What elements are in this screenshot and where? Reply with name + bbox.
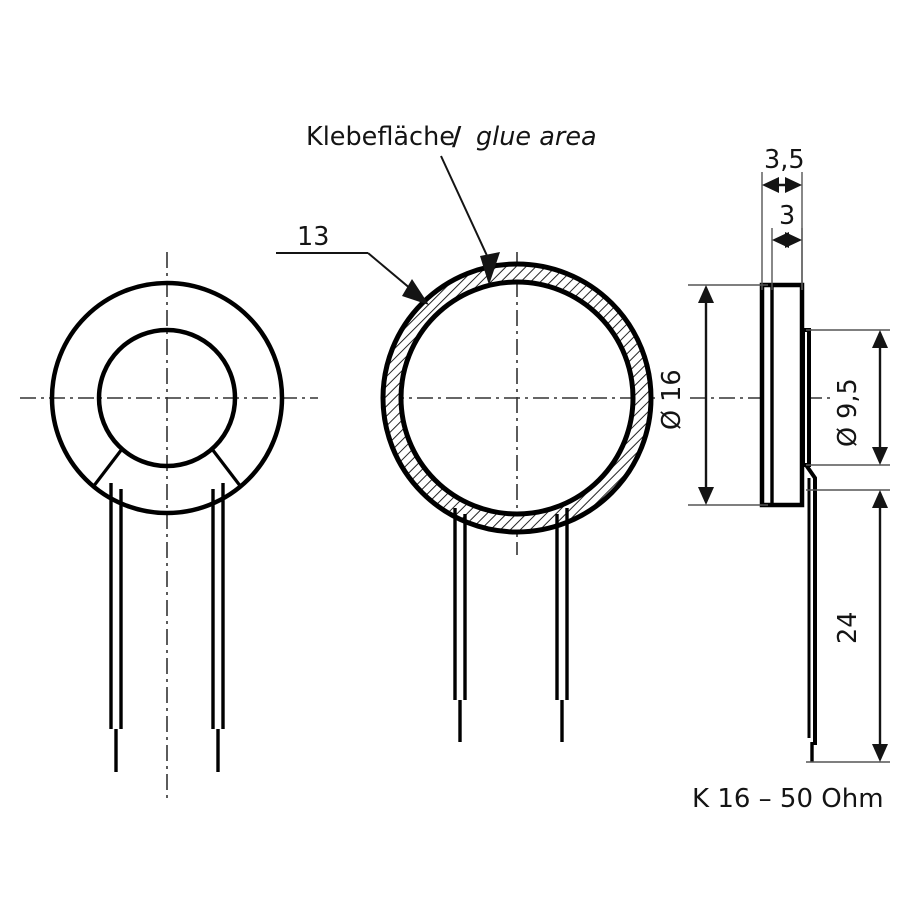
dim-d16-arrow-top — [698, 285, 714, 303]
left-view — [20, 252, 318, 800]
dim-24-arrow-top — [872, 490, 888, 508]
dim-d95-arrow-top — [872, 330, 888, 348]
left-view-outer-circle — [49, 280, 285, 516]
left-view-lead-wire-1 — [109, 483, 123, 772]
middle-view-inner-circle — [398, 279, 636, 517]
dim-d95-arrow-bottom — [872, 447, 888, 465]
dim-3-arrow-left — [772, 232, 789, 248]
glue-area-leader-line — [440, 155, 490, 261]
dim-3-5-label: 3,5 — [764, 145, 805, 175]
glue-area-label-en: glue area — [476, 122, 597, 152]
part-label: K 16 – 50 Ohm — [692, 784, 884, 814]
dimension-diameter-outer: Ø 16 — [657, 284, 768, 506]
side-view-rear-boss — [801, 328, 811, 467]
dimension-diameter-inner: Ø 9,5 — [806, 329, 890, 466]
dim-d95-label: Ø 9,5 — [833, 378, 863, 447]
dim-d16-arrow-bottom — [698, 487, 714, 505]
middle-view-lead-wire-1 — [453, 508, 467, 742]
dim-3-5-arrow-left — [762, 177, 779, 193]
middle-view — [380, 252, 660, 742]
dim-24-arrow-bottom — [872, 744, 888, 762]
left-view-inner-circle — [96, 327, 238, 469]
middle-view-lead-wire-2 — [555, 508, 569, 742]
dimension-width-inner: 3 — [771, 201, 803, 290]
left-view-lead-wire-2 — [211, 483, 225, 772]
item-13-label: 13 — [297, 222, 329, 252]
left-view-spoke-right — [210, 448, 243, 488]
dim-3-5-arrow-right — [785, 177, 802, 193]
middle-view-outer-circle — [380, 261, 654, 535]
side-view-lead-wire-outer — [804, 463, 817, 745]
left-view-spoke-left — [91, 448, 124, 488]
dim-24-label: 24 — [833, 612, 863, 644]
dim-3-arrow-right — [785, 232, 802, 248]
glue-area-callout: Klebefläche / glue area — [306, 122, 597, 285]
dim-3-label: 3 — [779, 201, 795, 231]
glue-area-label-separator: / — [452, 122, 462, 152]
side-view-body-outline — [759, 282, 805, 508]
item-13-leader-arrowhead — [402, 279, 429, 305]
glue-area-label-de: Klebefläche — [306, 122, 455, 152]
dimension-lead-length: 24 — [806, 489, 890, 763]
glue-area-leader-arrowhead — [480, 252, 500, 285]
item-13-callout: 13 — [276, 222, 429, 305]
dim-d16-label: Ø 16 — [657, 369, 687, 430]
